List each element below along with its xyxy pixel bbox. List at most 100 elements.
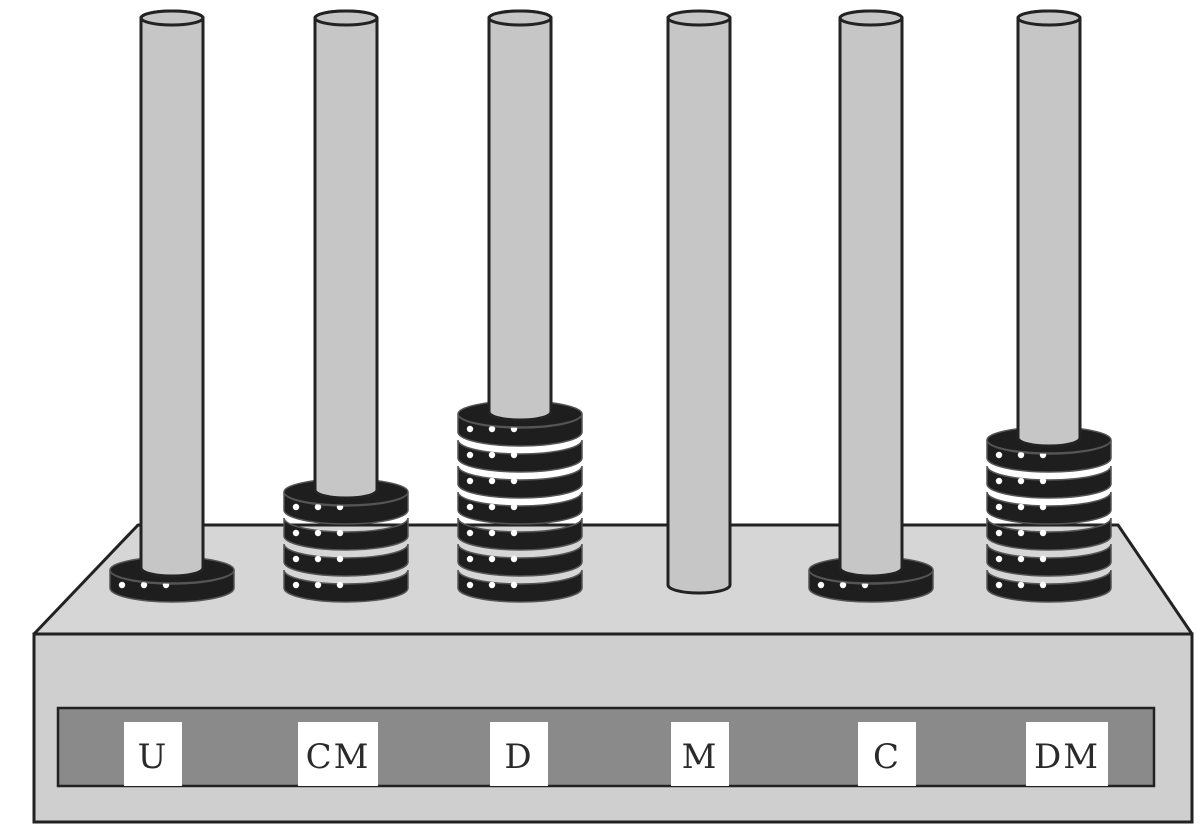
bead-body (457, 517, 583, 551)
bead-dot (314, 581, 322, 589)
rod-cap (1016, 9, 1082, 27)
bead (986, 569, 1112, 603)
label-box (1026, 722, 1108, 786)
label-box (858, 722, 916, 786)
bead (457, 543, 583, 577)
label-m: M (671, 722, 729, 786)
bead-dot (292, 555, 300, 563)
bead-body (457, 413, 583, 447)
bead-body (808, 569, 934, 603)
label-box (671, 722, 729, 786)
rod-cap (313, 9, 379, 27)
bead-dot (1039, 581, 1047, 589)
bead-dot (839, 581, 847, 589)
label-box (490, 722, 548, 786)
bead-body (457, 543, 583, 577)
rod-cap (487, 9, 553, 27)
label-d: D (490, 722, 548, 786)
bead-body (986, 543, 1112, 577)
bead (457, 569, 583, 603)
label-text: D (504, 737, 533, 777)
bead-dot (314, 529, 322, 537)
bead-body (986, 439, 1112, 473)
bead-dot (314, 555, 322, 563)
rod-cap (139, 9, 205, 27)
bead-dot (292, 581, 300, 589)
bead-dot (466, 529, 474, 537)
bead-dot (466, 503, 474, 511)
bead (986, 491, 1112, 525)
bead-dot (336, 529, 344, 537)
label-dm: DM (1026, 722, 1108, 786)
label-box (298, 722, 378, 786)
bead-dot (1017, 581, 1025, 589)
label-c: C (858, 722, 916, 786)
bead-body (986, 569, 1112, 603)
bead-dot (995, 581, 1003, 589)
bead-dot (488, 503, 496, 511)
label-strip (56, 706, 1156, 788)
bead-body (283, 543, 409, 577)
bead-body (986, 465, 1112, 499)
label-u: U (124, 722, 182, 786)
rod-body (666, 16, 732, 595)
bead-dot (488, 529, 496, 537)
bead-dot (466, 581, 474, 589)
bead-dot (1017, 477, 1025, 485)
bead-dot (1017, 503, 1025, 511)
rod-c (808, 9, 934, 603)
bead-dot (118, 581, 126, 589)
bead (457, 517, 583, 551)
bead-dot (995, 555, 1003, 563)
bead-dot (510, 451, 518, 459)
rod-body-upper (487, 16, 553, 422)
bead-body (457, 491, 583, 525)
bead-dot (488, 555, 496, 563)
bead-dot (488, 477, 496, 485)
bead-dot (488, 581, 496, 589)
bead-dot (995, 529, 1003, 537)
bead-dot (336, 581, 344, 589)
bead-dot (1039, 503, 1047, 511)
bead (986, 439, 1112, 473)
rod-u (109, 9, 235, 603)
bead (986, 543, 1112, 577)
bead-dot (1017, 451, 1025, 459)
bead-dot (1039, 555, 1047, 563)
bead-dot (995, 503, 1003, 511)
bead-body (283, 491, 409, 525)
bead (283, 517, 409, 551)
bead-body (986, 491, 1112, 525)
rod-cap (666, 9, 732, 27)
label-text: U (138, 737, 169, 777)
bead (986, 465, 1112, 499)
rod-cap (838, 9, 904, 27)
bead-dot (1039, 477, 1047, 485)
label-cm: CM (298, 722, 378, 786)
bead (457, 413, 583, 447)
rod-body-upper (838, 16, 904, 578)
bead-dot (1039, 529, 1047, 537)
label-text: M (682, 737, 719, 777)
bead-body (283, 569, 409, 603)
rod-d (457, 9, 583, 603)
bead-dot (292, 503, 300, 511)
bead-dot (510, 477, 518, 485)
bead-dot (140, 581, 148, 589)
bead (457, 439, 583, 473)
bead (457, 465, 583, 499)
bead-body (109, 569, 235, 603)
rod-body-upper (1016, 16, 1082, 448)
bead-body (986, 517, 1112, 551)
bead-dot (995, 477, 1003, 485)
bead-dot (1017, 555, 1025, 563)
bead-dot (466, 477, 474, 485)
bead-dot (1017, 529, 1025, 537)
rod-dm (986, 9, 1112, 603)
labels-layer: U CM D M C DM (124, 722, 1108, 786)
bead-dot (466, 451, 474, 459)
bead (283, 569, 409, 603)
bead-body (457, 569, 583, 603)
bead-dot (466, 555, 474, 563)
